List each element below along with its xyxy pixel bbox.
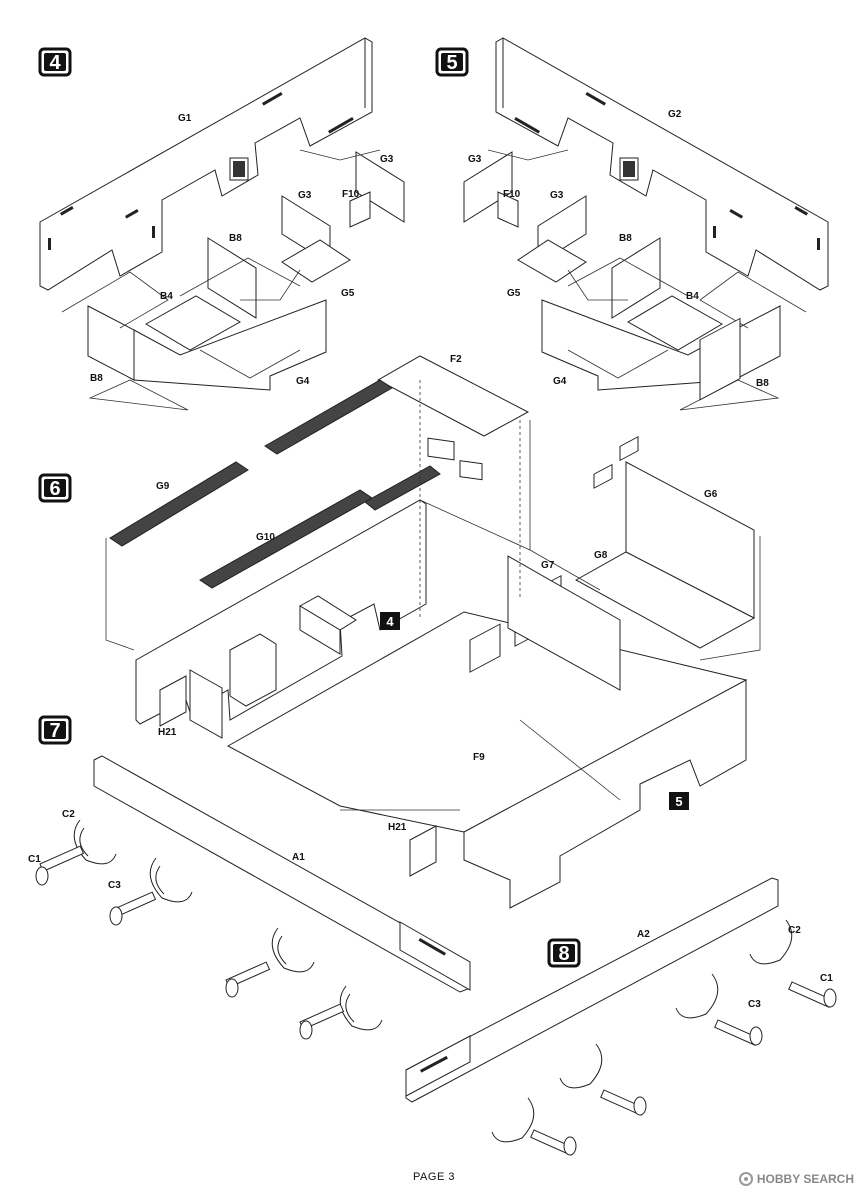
step6-subbadge-5: 5	[669, 792, 689, 810]
label-b8-a: B8	[229, 233, 242, 244]
step4-panel-f10	[349, 191, 371, 228]
step4-panel-b8-front	[87, 305, 135, 381]
label-g4: G4	[296, 376, 310, 387]
label-b4: B4	[160, 291, 173, 302]
step6-subbadge-4: 4	[380, 612, 400, 630]
svg-text:5: 5	[675, 794, 682, 809]
page-number: PAGE 3	[413, 1171, 455, 1183]
label-c2: C2	[788, 925, 801, 936]
step-5-group: 5 G2 G3	[435, 37, 829, 411]
label-h21-a: H21	[158, 727, 177, 738]
label-g4: G4	[553, 376, 567, 387]
step7-buffer-3	[225, 927, 315, 998]
step8-buffer-2	[675, 973, 763, 1046]
label-g8: G8	[594, 550, 608, 561]
step8-frame-a2	[405, 877, 779, 1103]
step8-buffer-3	[559, 1043, 647, 1116]
svg-text:4: 4	[386, 614, 394, 629]
label-g7: G7	[541, 560, 555, 571]
label-g3-a: G3	[468, 154, 482, 165]
label-g3-b: G3	[550, 190, 564, 201]
step4-wall-g1	[39, 37, 373, 291]
step6-grille-g10	[199, 489, 373, 589]
step-6-badge: 6	[38, 473, 72, 503]
label-g3-b: G3	[298, 190, 312, 201]
step-7-number: 7	[49, 720, 60, 742]
step7-buffer-2	[109, 857, 193, 926]
step4-panel-g5	[281, 239, 351, 283]
label-c1: C1	[820, 973, 833, 984]
step6-panel-h21-right	[409, 825, 437, 877]
label-c3: C3	[748, 999, 761, 1010]
label-h21-b: H21	[388, 822, 407, 833]
label-c3: C3	[108, 880, 121, 891]
label-c1: C1	[28, 854, 41, 865]
step4-panel-g3-right	[355, 151, 405, 223]
label-b8-b: B8	[756, 378, 769, 389]
label-f2: F2	[450, 354, 462, 365]
step6-left-wall	[135, 499, 427, 725]
step6-wall-g7	[507, 555, 621, 691]
step6-panel-g8	[574, 551, 756, 649]
step-6-group: 6	[38, 317, 761, 909]
label-g6: G6	[704, 489, 718, 500]
step8-buffer-4	[491, 1097, 577, 1156]
step-8-badge: 8	[547, 938, 581, 968]
label-f10: F10	[503, 189, 521, 200]
step7-buffer-1	[35, 819, 117, 886]
step6-chassis-side	[463, 679, 747, 909]
step-8-group: 8 A2 C1 C2 C3	[405, 877, 837, 1156]
label-g9: G9	[156, 481, 170, 492]
step-4-badge: 4	[38, 47, 72, 77]
step8-buffer-1	[749, 919, 837, 1008]
label-f9: F9	[473, 752, 485, 763]
step4-panel-b8-back	[207, 237, 257, 319]
step-6-number: 6	[49, 478, 60, 500]
watermark-text: HOBBY SEARCH	[756, 1172, 854, 1186]
step6-panel-h21-left	[159, 675, 187, 727]
step6-grille-g9	[109, 461, 249, 547]
step-5-number: 5	[446, 52, 457, 74]
step-4-number: 4	[49, 52, 61, 74]
hobby-search-logo-icon	[738, 1172, 753, 1186]
step6-roof-f2	[376, 355, 530, 437]
label-g1: G1	[178, 113, 192, 124]
step-7-badge: 7	[38, 715, 72, 745]
label-a2: A2	[637, 929, 650, 940]
label-b4: B4	[686, 291, 699, 302]
label-b8-a: B8	[619, 233, 632, 244]
label-g5: G5	[507, 288, 521, 299]
label-g10: G10	[256, 532, 275, 543]
watermark: HOBBY SEARCH	[738, 1172, 854, 1186]
step-5-badge: 5	[435, 47, 469, 77]
step4-panel-b4	[144, 295, 242, 351]
label-c2: C2	[62, 809, 75, 820]
step-8-number: 8	[558, 943, 569, 965]
label-g5: G5	[341, 288, 355, 299]
step5-mirrored-assembly	[463, 37, 829, 411]
label-f10: F10	[342, 189, 360, 200]
step-4-group: 4 G1 G3 G3 F10	[38, 37, 405, 411]
step-7-group: 7 A1 C1 C2 C	[28, 715, 471, 1040]
label-g3-a: G3	[380, 154, 394, 165]
label-b8-b: B8	[90, 373, 103, 384]
step4-panel-g4	[133, 299, 327, 391]
label-a1: A1	[292, 852, 305, 863]
step7-buffer-4	[299, 985, 383, 1040]
label-g2: G2	[668, 109, 682, 120]
